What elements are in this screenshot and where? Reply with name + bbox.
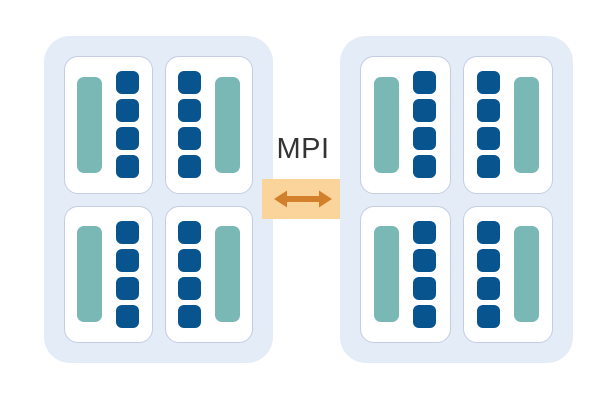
core bbox=[476, 71, 500, 95]
memory-bar bbox=[513, 76, 539, 173]
core bbox=[413, 248, 437, 272]
core-column bbox=[413, 220, 437, 328]
core bbox=[177, 99, 201, 123]
core bbox=[177, 276, 201, 300]
right-node bbox=[340, 36, 573, 363]
core bbox=[116, 304, 140, 328]
memory-bar bbox=[77, 76, 103, 173]
core bbox=[413, 99, 437, 123]
core bbox=[476, 127, 500, 151]
core bbox=[177, 220, 201, 244]
core bbox=[476, 99, 500, 123]
core bbox=[177, 71, 201, 95]
socket-bottom-left bbox=[64, 205, 153, 343]
core-column bbox=[476, 220, 500, 328]
core bbox=[177, 248, 201, 272]
core bbox=[413, 304, 437, 328]
memory-bar bbox=[214, 226, 240, 323]
right-node-card-grid bbox=[340, 36, 573, 363]
core bbox=[177, 304, 201, 328]
core bbox=[476, 276, 500, 300]
mpi-arrow-box bbox=[262, 179, 343, 219]
memory-bar bbox=[513, 226, 539, 323]
core bbox=[413, 155, 437, 179]
left-node bbox=[44, 36, 273, 363]
core-column bbox=[116, 220, 140, 328]
core bbox=[476, 155, 500, 179]
socket-bottom-right bbox=[164, 205, 253, 343]
core bbox=[476, 220, 500, 244]
core bbox=[413, 220, 437, 244]
core bbox=[116, 99, 140, 123]
core bbox=[116, 220, 140, 244]
memory-bar bbox=[214, 76, 240, 173]
core bbox=[413, 127, 437, 151]
socket-bottom-right bbox=[462, 205, 553, 343]
core bbox=[476, 304, 500, 328]
double-arrow-horizontal-icon bbox=[272, 187, 334, 211]
socket-bottom-left bbox=[360, 205, 451, 343]
core bbox=[413, 276, 437, 300]
core bbox=[116, 276, 140, 300]
core-column bbox=[413, 71, 437, 179]
memory-bar bbox=[77, 226, 103, 323]
left-node-card-grid bbox=[44, 36, 273, 363]
core bbox=[116, 127, 140, 151]
core-column bbox=[177, 71, 201, 179]
core bbox=[413, 71, 437, 95]
mpi-link: MPI bbox=[262, 132, 344, 222]
core-column bbox=[177, 220, 201, 328]
socket-top-left bbox=[360, 56, 451, 194]
core-column bbox=[116, 71, 140, 179]
socket-top-right bbox=[462, 56, 553, 194]
mpi-label: MPI bbox=[276, 133, 330, 165]
core bbox=[116, 248, 140, 272]
socket-top-left bbox=[64, 56, 153, 194]
core bbox=[116, 155, 140, 179]
core bbox=[177, 155, 201, 179]
memory-bar bbox=[374, 76, 400, 173]
core bbox=[476, 248, 500, 272]
socket-top-right bbox=[164, 56, 253, 194]
core bbox=[116, 71, 140, 95]
memory-bar bbox=[374, 226, 400, 323]
core-column bbox=[476, 71, 500, 179]
core bbox=[177, 127, 201, 151]
